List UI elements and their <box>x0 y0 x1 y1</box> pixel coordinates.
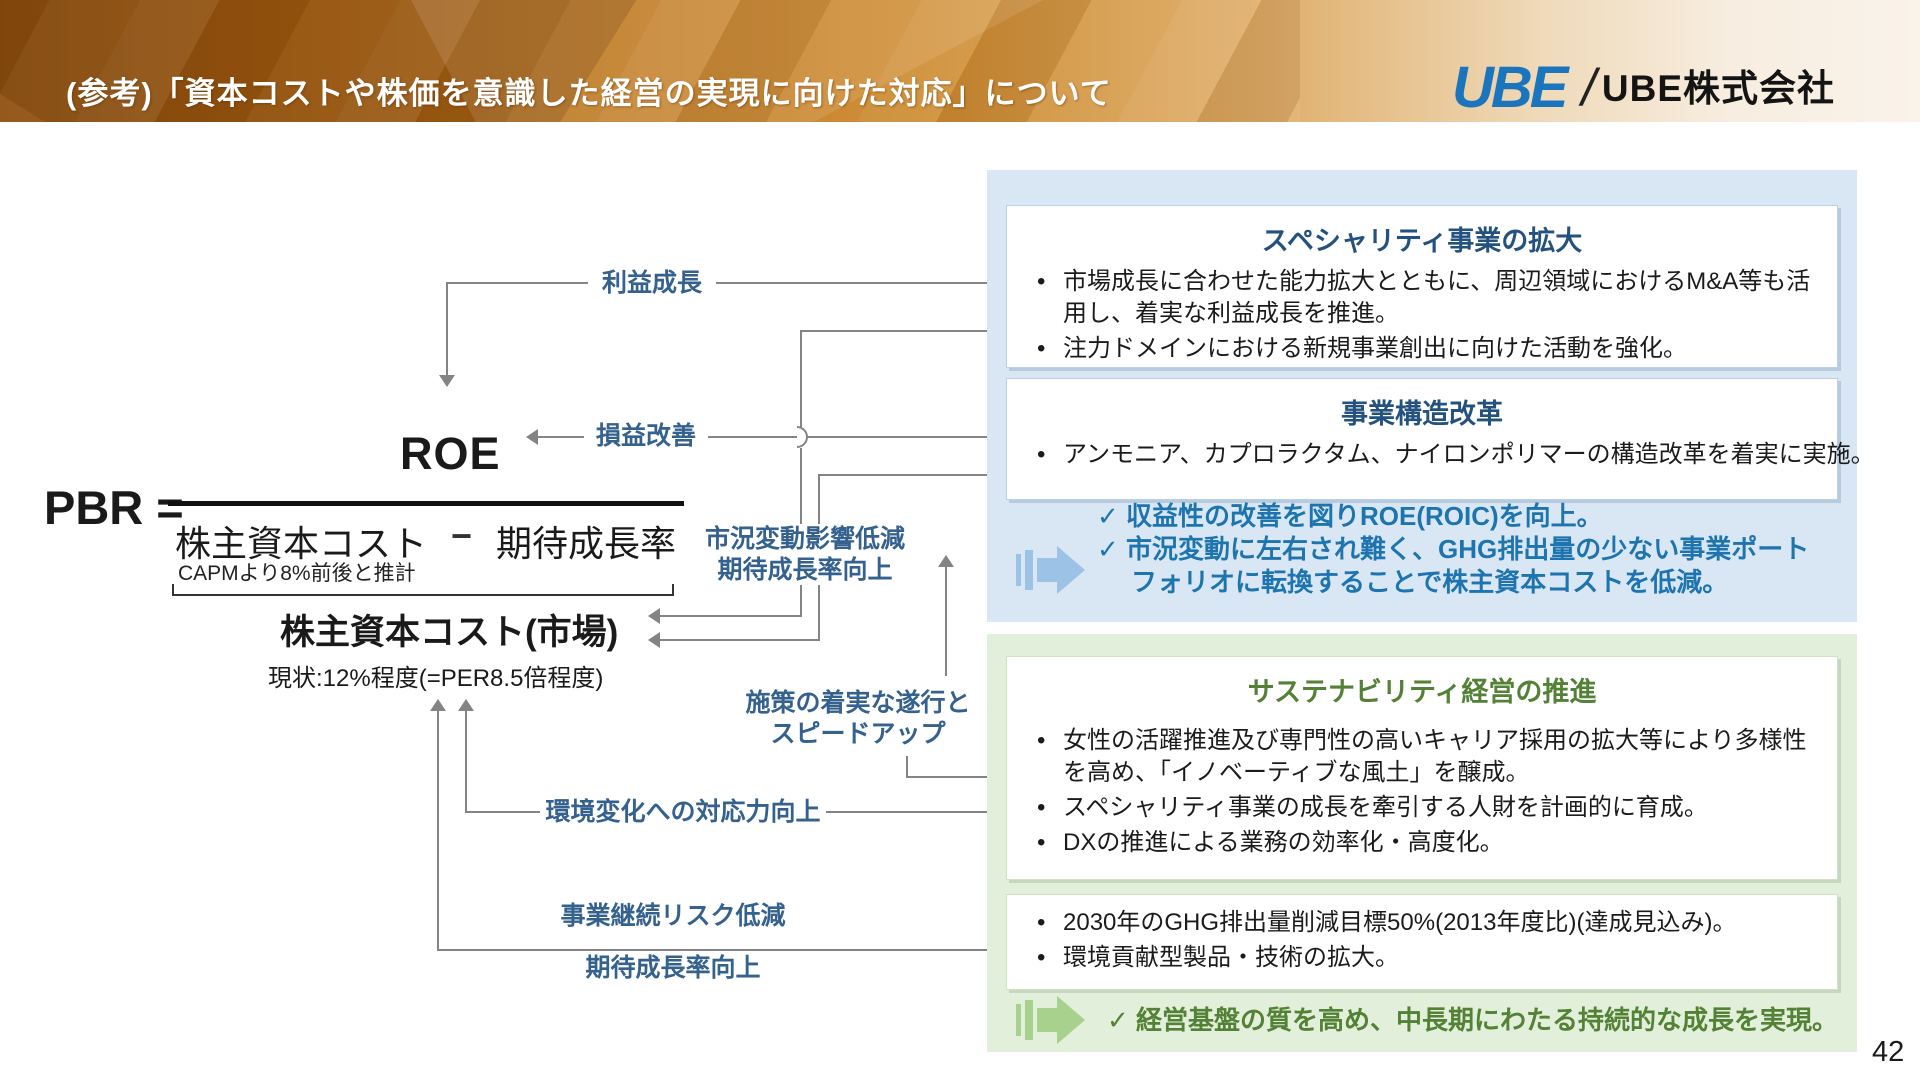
bullet-text: 女性の活躍推進及び専門性の高いキャリア採用の拡大等により多様性を高め、「イノベー… <box>1063 727 1807 787</box>
bullet-icon: • <box>1037 794 1046 822</box>
connector-to-market-cost-upper <box>660 615 802 617</box>
denominator: 株主資本コスト − 期待成長率 <box>175 515 676 567</box>
bullet-icon: • <box>1037 441 1046 468</box>
bullet-icon: • <box>1037 909 1046 936</box>
connector-profit-growth-v <box>446 282 448 376</box>
line-hop <box>797 426 808 448</box>
list-item: • 女性の活躍推進及び専門性の高いキャリア採用の拡大等により多様性を高め、「イノ… <box>1037 725 1811 789</box>
label-steady-exec-line1: 施策の着実な遂行と <box>745 689 971 717</box>
bullet-text: 環境貢献型製品・技術の拡大。 <box>1063 944 1399 972</box>
green-conclusion: ✓ 経営基盤の質を高め、中長期にわたる持続的な成長を実現。 <box>1107 1005 1839 1035</box>
pbr-equals: PBR = <box>44 481 184 534</box>
list-item: • 環境貢献型製品・技術の拡大。 <box>1037 942 1811 974</box>
list-item: • 注力ドメインにおける新規事業創出に向けた活動を強化。 <box>1037 333 1811 365</box>
logo-divider: / <box>1581 59 1596 117</box>
connector-box1-lower-v1 <box>800 330 802 427</box>
green-panel: サステナビリティ経営の推進 • 女性の活躍推進及び専門性の高いキャリア採用の拡大… <box>987 634 1857 1052</box>
bullet-icon: • <box>1037 268 1046 295</box>
specialty-expansion-bullets: • 市場成長に合わせた能力拡大とともに、周辺領域におけるM&A等も活用し、着実な… <box>1007 258 1837 365</box>
list-item: • DXの推進による業務の効率化・高度化。 <box>1037 827 1811 859</box>
ube-logo-mark: UBE <box>1452 55 1568 120</box>
fraction-bar <box>168 501 684 506</box>
bullet-icon: • <box>1037 335 1046 363</box>
structural-reform-bullets: • アンモニア、カプロラクタム、ナイロンポリマーの構造改革を着実に実施。 <box>1007 431 1875 471</box>
sustainability-title: サステナビリティ経営の推進 <box>1247 677 1597 707</box>
bullet-text: 2030年のGHG排出量削減目標50%(2013年度比)(達成見込み)。 <box>1063 909 1737 936</box>
connector-steady-exec-to-green <box>906 776 990 778</box>
header-texture <box>0 0 1300 122</box>
minus-sign: − <box>451 515 473 556</box>
label-market-impact-line2: 期待成長率向上 <box>717 555 893 584</box>
header-band <box>0 0 1920 122</box>
bullet-icon: • <box>1037 944 1046 972</box>
label-market-impact: 市況変動影響低減 期待成長率向上 <box>688 524 922 585</box>
bullet-text: アンモニア、カプロラクタム、ナイロンポリマーの構造改革を着実に実施。 <box>1063 441 1875 468</box>
bullet-text: DXの推進による業務の効率化・高度化。 <box>1063 829 1504 857</box>
arrowhead-left-market-lower <box>648 632 660 648</box>
structural-reform-box: 事業構造改革 • アンモニア、カプロラクタム、ナイロンポリマーの構造改革を着実に… <box>1006 378 1875 500</box>
company-logo: UBE / UBE株式会社 <box>1452 58 1835 118</box>
expected-growth-rate: 期待成長率 <box>496 523 677 564</box>
bullet-icon: • <box>1037 727 1046 754</box>
specialty-expansion-box: スペシャリティ事業の拡大 • 市場成長に合わせた能力拡大とともに、周辺領域におけ… <box>1006 205 1838 368</box>
sustainability-box: サステナビリティ経営の推進 • 女性の活躍推進及び専門性の高いキャリア採用の拡大… <box>1006 656 1838 880</box>
blue-conclusion-2: ✓ 市況変動に左右され難く、GHG排出量の少ない事業ポートフォリオに転換すること… <box>1097 534 1810 598</box>
label-steady-exec-line2: スピードアップ <box>770 719 946 748</box>
list-item: • 2030年のGHG排出量削減目標50%(2013年度比)(達成見込み)。 <box>1037 907 1811 939</box>
arrowhead-up-to-blue <box>938 555 954 567</box>
label-profit-growth: 利益成長 <box>588 268 716 299</box>
shareholder-capital-cost: 株主資本コスト <box>175 523 428 564</box>
connector-env-response-v <box>465 710 467 813</box>
connector-steady-exec-down <box>906 756 908 778</box>
label-biz-risk-line1: 事業継続リスク低減 <box>560 902 786 930</box>
label-steady-exec: 施策の着実な遂行と スピードアップ <box>722 688 994 749</box>
bullet-text: 注力ドメインにおける新規事業創出に向けた活動を強化。 <box>1063 335 1687 363</box>
list-item: • アンモニア、カプロラクタム、ナイロンポリマーの構造改革を着実に実施。 <box>1037 439 1875 471</box>
ghg-target-bullets: • 2030年のGHG排出量削減目標50%(2013年度比)(達成見込み)。 •… <box>1007 895 1837 974</box>
bullet-text: スペシャリティ事業の成長を牽引する人財を計画的に育成。 <box>1063 794 1708 822</box>
connector-to-market-cost-lower <box>660 639 820 641</box>
list-item: • スペシャリティ事業の成長を牽引する人財を計画的に育成。 <box>1037 792 1811 824</box>
structural-reform-title: 事業構造改革 <box>1341 399 1503 429</box>
specialty-expansion-title: スペシャリティ事業の拡大 <box>1261 226 1583 256</box>
list-item: • 市場成長に合わせた能力拡大とともに、周辺領域におけるM&A等も活用し、着実な… <box>1037 266 1811 330</box>
company-name: UBE株式会社 <box>1601 67 1836 109</box>
label-biz-risk-line2: 期待成長率向上 <box>585 954 761 982</box>
roe-numerator: ROE <box>400 428 501 479</box>
bullet-text: 市場成長に合わせた能力拡大とともに、周辺領域におけるM&A等も活用し、着実な利益… <box>1063 268 1811 328</box>
ghg-target-box: • 2030年のGHG排出量削減目標50%(2013年度比)(達成見込み)。 •… <box>1006 894 1838 990</box>
connector-profit-growth-h <box>446 282 1006 284</box>
underbrace-bracket <box>172 584 674 596</box>
arrowhead-down-to-roe <box>439 375 455 387</box>
green-block-arrow-icon <box>1016 996 1094 1044</box>
label-market-impact-line1: 市況変動影響低減 <box>704 525 905 553</box>
sustainability-bullets: • 女性の活躍推進及び専門性の高いキャリア採用の拡大等により多様性を高め、「イノ… <box>1007 709 1837 860</box>
connector-box2-lower-h <box>818 474 1006 476</box>
capm-note: CAPMより8%前後と推計 <box>178 562 416 585</box>
bullet-icon: • <box>1037 829 1046 857</box>
page-title: (参考)「資本コストや株価を意識した経営の実現に向けた対応」について <box>66 76 1112 111</box>
connector-box1-lower-h <box>800 330 1006 332</box>
market-cost-note: 現状:12%程度(=PER8.5倍程度) <box>268 665 604 692</box>
arrowhead-left-market-upper <box>648 608 660 624</box>
market-capital-cost: 株主資本コスト(市場) <box>280 613 619 652</box>
blue-conclusions: ✓ 収益性の改善を図りROE(ROIC)を向上。 ✓ 市況変動に左右され難く、G… <box>1097 500 1823 599</box>
arrowhead-left-to-roe <box>526 429 538 445</box>
connector-biz-risk-v <box>437 710 439 951</box>
label-env-response: 環境変化への対応力向上 <box>540 797 826 828</box>
connector-pl-improvement-h <box>538 436 1006 438</box>
arrowhead-up-risk <box>430 699 446 711</box>
arrowhead-up-env <box>458 699 474 711</box>
connector-biz-risk-h <box>437 949 990 951</box>
blue-conclusion-1: ✓ 収益性の改善を図りROE(ROIC)を向上。 <box>1097 501 1603 531</box>
blue-panel: スペシャリティ事業の拡大 • 市場成長に合わせた能力拡大とともに、周辺領域におけ… <box>987 170 1875 622</box>
page-number: 42 <box>1872 1036 1905 1068</box>
connector-steady-exec-up <box>945 566 947 676</box>
blue-block-arrow-icon <box>1016 546 1094 594</box>
label-pl-improvement: 損益改善 <box>584 421 708 452</box>
